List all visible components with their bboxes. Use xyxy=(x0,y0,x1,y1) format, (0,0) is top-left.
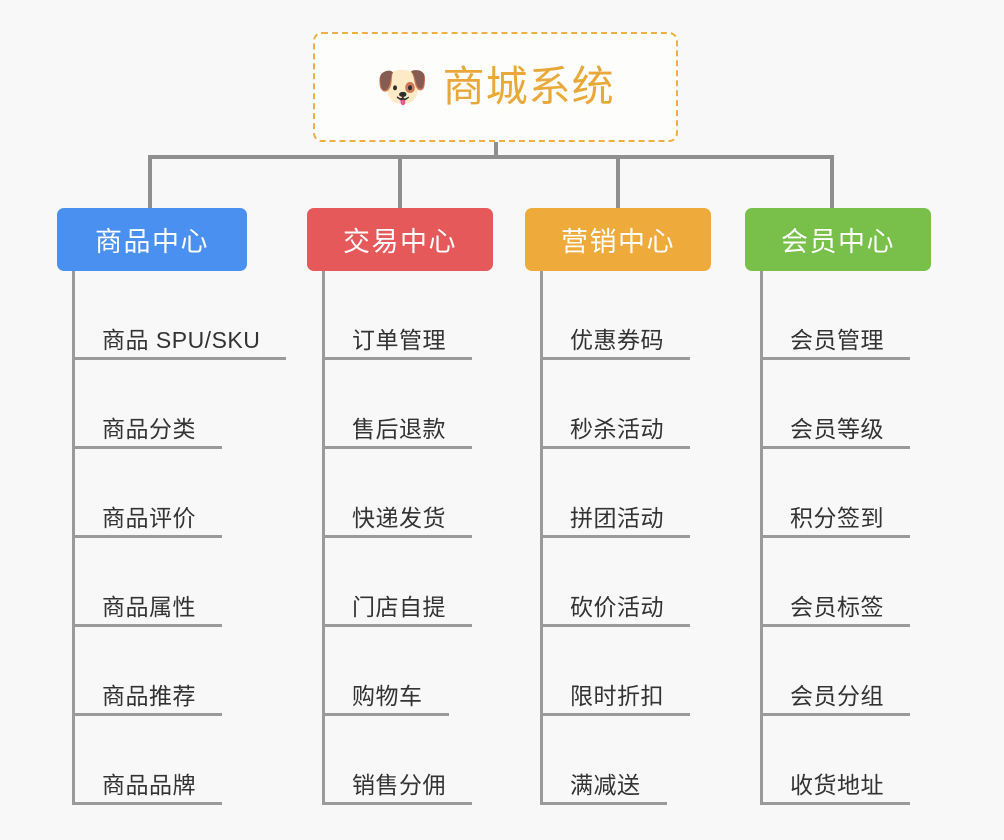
leaf-item[interactable]: 积分签到 xyxy=(745,449,931,538)
leaf-label: 商品推荐 xyxy=(102,682,196,709)
leaf-label: 销售分佣 xyxy=(352,771,446,798)
leaf-label: 秒杀活动 xyxy=(570,415,664,442)
leaf-label: 收货地址 xyxy=(790,771,884,798)
leaf-label: 订单管理 xyxy=(352,326,446,353)
category-column-1: 商品中心 商品 SPU/SKU 商品分类 商品评价 商品属性 商品推荐 商品品牌 xyxy=(57,208,287,805)
root-node[interactable]: 🐶 商城系统 xyxy=(313,32,678,142)
leaf-list-2: 订单管理 售后退款 快递发货 门店自提 购物车 销售分佣 xyxy=(307,271,493,805)
root-title: 商城系统 xyxy=(442,63,615,110)
leaf-item[interactable]: 拼团活动 xyxy=(525,449,711,538)
leaf-item[interactable]: 销售分佣 xyxy=(307,716,493,805)
leaf-item[interactable]: 限时折扣 xyxy=(525,627,711,716)
leaf-item[interactable]: 会员等级 xyxy=(745,360,931,449)
category-header-1[interactable]: 商品中心 xyxy=(57,208,247,271)
leaf-item[interactable]: 门店自提 xyxy=(307,538,493,627)
category-header-2[interactable]: 交易中心 xyxy=(307,208,493,271)
leaf-list-3: 优惠券码 秒杀活动 拼团活动 砍价活动 限时折扣 满减送 xyxy=(525,271,711,805)
dog-face-icon: 🐶 xyxy=(376,63,429,110)
leaf-label: 砍价活动 xyxy=(570,593,664,620)
leaf-label: 积分签到 xyxy=(790,504,884,531)
leaf-label: 购物车 xyxy=(352,682,423,709)
leaf-label: 会员等级 xyxy=(790,415,884,442)
leaf-item[interactable]: 会员分组 xyxy=(745,627,931,716)
leaf-item[interactable]: 砍价活动 xyxy=(525,538,711,627)
leaf-label: 会员分组 xyxy=(790,682,884,709)
leaf-label: 商品品牌 xyxy=(102,771,196,798)
leaf-list-4: 会员管理 会员等级 积分签到 会员标签 会员分组 收货地址 xyxy=(745,271,931,805)
leaf-label: 会员管理 xyxy=(790,326,884,353)
connector-drop-1 xyxy=(148,155,152,208)
leaf-item[interactable]: 订单管理 xyxy=(307,271,493,360)
leaf-list-1: 商品 SPU/SKU 商品分类 商品评价 商品属性 商品推荐 商品品牌 xyxy=(57,271,287,805)
leaf-label: 售后退款 xyxy=(352,415,446,442)
connector-drop-4 xyxy=(830,155,834,208)
connector-drop-2 xyxy=(398,155,402,208)
leaf-item[interactable]: 商品推荐 xyxy=(57,627,247,716)
leaf-spine-4 xyxy=(760,271,763,805)
leaf-label: 商品属性 xyxy=(102,593,196,620)
leaf-item[interactable]: 商品分类 xyxy=(57,360,247,449)
leaf-item[interactable]: 售后退款 xyxy=(307,360,493,449)
connector-drop-3 xyxy=(616,155,620,208)
category-header-3[interactable]: 营销中心 xyxy=(525,208,711,271)
category-column-3: 营销中心 优惠券码 秒杀活动 拼团活动 砍价活动 限时折扣 满减送 xyxy=(525,208,711,805)
leaf-label: 商品评价 xyxy=(102,504,196,531)
category-header-4[interactable]: 会员中心 xyxy=(745,208,931,271)
leaf-item[interactable]: 购物车 xyxy=(307,627,493,716)
leaf-item[interactable]: 商品评价 xyxy=(57,449,247,538)
connector-bus-bar xyxy=(148,155,834,159)
leaf-label: 商品分类 xyxy=(102,415,196,442)
leaf-label: 满减送 xyxy=(570,771,641,798)
leaf-label: 门店自提 xyxy=(352,593,446,620)
leaf-item[interactable]: 商品 SPU/SKU xyxy=(57,271,287,360)
leaf-item[interactable]: 商品属性 xyxy=(57,538,247,627)
leaf-label: 优惠券码 xyxy=(570,326,664,353)
leaf-label: 会员标签 xyxy=(790,593,884,620)
leaf-label: 限时折扣 xyxy=(570,682,664,709)
leaf-item[interactable]: 快递发货 xyxy=(307,449,493,538)
leaf-item[interactable]: 商品品牌 xyxy=(57,716,247,805)
leaf-item[interactable]: 满减送 xyxy=(525,716,711,805)
leaf-item[interactable]: 会员管理 xyxy=(745,271,931,360)
leaf-label: 商品 SPU/SKU xyxy=(102,326,261,353)
leaf-label: 拼团活动 xyxy=(570,504,664,531)
leaf-item[interactable]: 优惠券码 xyxy=(525,271,711,360)
category-column-2: 交易中心 订单管理 售后退款 快递发货 门店自提 购物车 销售分佣 xyxy=(307,208,493,805)
leaf-item[interactable]: 秒杀活动 xyxy=(525,360,711,449)
leaf-item[interactable]: 会员标签 xyxy=(745,538,931,627)
leaf-spine-1 xyxy=(72,271,75,805)
leaf-label: 快递发货 xyxy=(352,504,446,531)
category-column-4: 会员中心 会员管理 会员等级 积分签到 会员标签 会员分组 收货地址 xyxy=(745,208,931,805)
connector-root-stem xyxy=(494,142,498,158)
leaf-item[interactable]: 收货地址 xyxy=(745,716,931,805)
leaf-spine-3 xyxy=(540,271,543,805)
leaf-spine-2 xyxy=(322,271,325,805)
